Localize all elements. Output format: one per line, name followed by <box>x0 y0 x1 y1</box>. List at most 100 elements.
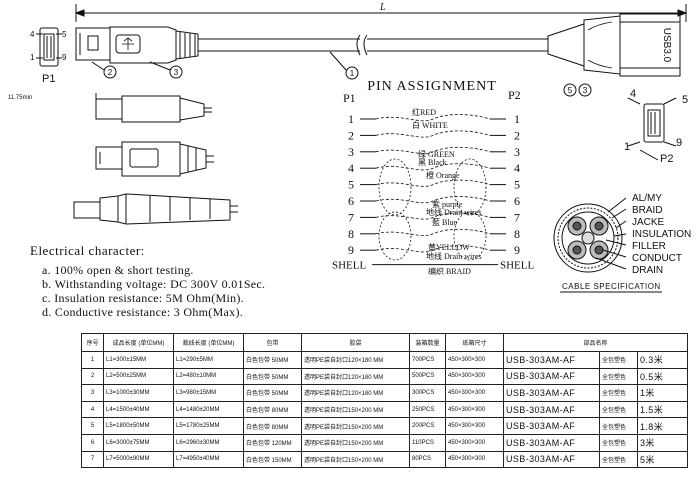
table-cell: L2=500±25MM <box>103 367 174 386</box>
table-cell: 白色包带 50MM <box>243 351 302 369</box>
column-header: 胶袋 <box>301 333 410 352</box>
pin-number-p1: 1 <box>348 112 354 126</box>
table-cell: USB-303AM-AF <box>503 450 600 469</box>
table-cell: 全包塑色 <box>599 433 638 452</box>
pin-number-p2: 6 <box>514 194 520 208</box>
wire-label: 地线 Drain wires <box>426 207 482 217</box>
wire-label: 紫 purple <box>432 200 463 209</box>
svg-text:2: 2 <box>108 68 113 77</box>
pin-assignment-title: PIN ASSIGNMENT <box>367 79 497 94</box>
svg-text:4: 4 <box>630 88 636 100</box>
table-cell: 450×300×300 <box>445 367 504 386</box>
wire-path <box>375 228 491 236</box>
table-cell: 5米 <box>637 450 688 469</box>
wire-label: 红RED <box>412 107 436 117</box>
wire-label: 绿 GREEN <box>418 150 455 159</box>
wire-label: 编织 BRAID <box>428 266 471 276</box>
pin-number-p1: 9 <box>348 243 354 257</box>
cable-layer-label: INSULATION <box>632 229 691 240</box>
svg-text:9: 9 <box>62 53 67 62</box>
pin-number-p1: 5 <box>348 178 354 192</box>
pin-number-p1: 6 <box>348 194 354 208</box>
pin-number-p2: 4 <box>514 161 520 175</box>
pin-assignment: PIN ASSIGNMENT P1 P2 <box>343 79 521 105</box>
shield-pair <box>453 158 487 216</box>
table-cell: 全包塑色 <box>599 417 638 435</box>
table-cell: 3 <box>81 384 104 402</box>
table-cell: L7=4950±40MM <box>173 450 244 469</box>
table-cell: 200PCS <box>409 417 446 435</box>
table-cell: 1.5米 <box>637 400 688 419</box>
table-cell: 全包塑色 <box>599 367 638 386</box>
table-cell: 450×300×300 <box>445 351 504 369</box>
wire-path <box>375 179 491 187</box>
top-callouts: 2 3 1 5 3 <box>91 51 592 97</box>
table-cell: 700PCS <box>409 351 446 369</box>
table-cell: 110PCS <box>409 433 446 452</box>
svg-text:9: 9 <box>676 137 682 149</box>
table-cell: 1 <box>81 351 104 369</box>
table-cell: 白色包带 50MM <box>243 367 302 386</box>
table-cell: 透明PE袋自封口150×200 MM <box>301 417 410 435</box>
table-cell: USB-303AM-AF <box>503 367 600 386</box>
svg-text:1: 1 <box>30 53 35 62</box>
svg-text:5: 5 <box>682 94 688 106</box>
wire-path <box>375 163 491 171</box>
wire-label: 橙 Orange <box>426 170 460 180</box>
table-cell: 全包塑色 <box>599 351 638 369</box>
table-cell: L5=1780±25MM <box>173 417 244 435</box>
table-cell: 80PCS <box>409 450 446 469</box>
table-cell: USB-303AM-AF <box>503 351 600 369</box>
table-cell: L5=1800±50MM <box>103 417 174 435</box>
electrical-title: Electrical character: <box>30 243 145 258</box>
wire-path <box>375 130 491 138</box>
length-dimension: L <box>74 2 688 22</box>
pin-number-p2: 8 <box>514 227 520 241</box>
table-cell: USB-303AM-AF <box>503 433 600 452</box>
electrical-item: d. Conductive resistance: 3 Ohm(Max). <box>42 305 244 319</box>
svg-text:3: 3 <box>583 86 588 95</box>
svg-text:5: 5 <box>568 86 573 95</box>
p1-label: P1 <box>42 73 55 85</box>
electrical-character: Electrical character: a. 100% open & sho… <box>30 243 330 320</box>
shell-right: SHELL <box>500 260 535 272</box>
column-header: 裁线长度 (单位MM) <box>173 333 244 352</box>
pin-number-p1: 2 <box>348 128 354 142</box>
table-cell: 白色包带 80MM <box>243 417 302 435</box>
cable-layer-label: CONDUCT <box>632 253 682 264</box>
svg-text:3: 3 <box>174 68 179 77</box>
table-cell: 全包塑色 <box>599 450 638 469</box>
p1-face-view: 4 1 5 9 P1 <box>30 27 67 85</box>
table-cell: 白色包带 50MM <box>243 384 302 402</box>
shield-pair <box>378 211 412 261</box>
table-cell: 500PCS <box>409 367 446 386</box>
table-cell: USB-303AM-AF <box>503 384 600 402</box>
wire-label: 藍 Blue <box>432 217 458 227</box>
shell-left: SHELL <box>332 260 367 272</box>
wire-path <box>375 245 491 253</box>
table-cell: 全包塑色 <box>599 400 638 419</box>
pin-number-p1: 3 <box>348 145 354 159</box>
table-cell: 5 <box>81 417 104 435</box>
table-cell: 450×300×300 <box>445 400 504 419</box>
electrical-item: c. Insulation resistance: 5M Ohm(Min). <box>42 291 245 305</box>
table-cell: 6 <box>81 433 104 452</box>
pin-number-p2: 2 <box>514 128 520 142</box>
p2-header: P2 <box>508 88 521 102</box>
cable-spec-labels: AL/MYBRAIDJACKEINSULATIONFILLERCONDUCTDR… <box>562 193 691 291</box>
table-header-row: 序号 成品长度 (单位MM) 裁线长度 (单位MM) 包带 胶袋 装箱数量 纸箱… <box>81 333 688 352</box>
table-cell: 透明PE袋自封口120×180 MM <box>301 384 410 402</box>
table-cell: 7 <box>81 450 104 469</box>
table-cell: 2 <box>81 367 104 386</box>
pin-number-p2: 3 <box>514 145 520 159</box>
cable-layer-label: BRAID <box>632 205 663 216</box>
table-cell: 450×300×300 <box>445 384 504 402</box>
pin-number-p2: 1 <box>514 112 520 126</box>
table-cell: L4=1480±20MM <box>173 400 244 419</box>
wire-path <box>375 146 491 154</box>
table-cell: 4 <box>81 400 104 419</box>
